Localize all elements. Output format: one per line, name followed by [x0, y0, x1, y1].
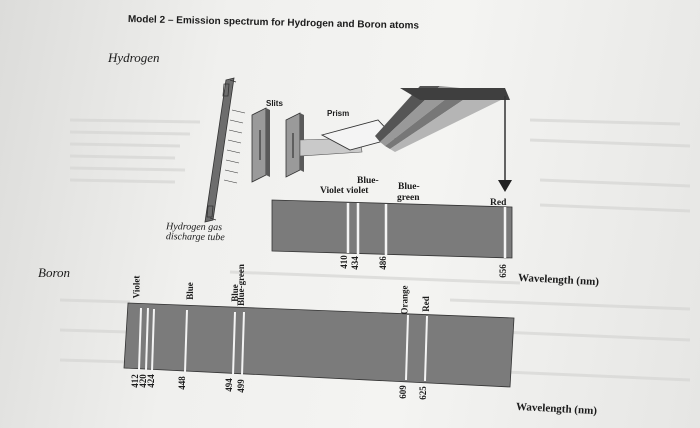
boron-color-orange: Orange	[399, 285, 410, 315]
hydrogen-spectrum-bar	[271, 199, 513, 259]
color-label-green: green	[397, 193, 420, 203]
boron-line-448	[184, 309, 188, 373]
slits-label: Slits	[266, 99, 283, 108]
boron-color-violet: Violet	[131, 275, 142, 299]
discharge-tube	[204, 77, 246, 223]
prism-label: Prism	[327, 109, 350, 118]
hydrogen-wavelength-486: 486	[377, 256, 388, 270]
boron-spectrum-bar	[123, 302, 515, 388]
boron-line-609	[405, 314, 409, 381]
boron-line-499	[241, 311, 245, 376]
hydrogen-wavelength-410: 410	[338, 255, 349, 269]
boron-line-625	[424, 315, 428, 382]
boron-wavelength-494: 494	[223, 378, 234, 392]
boron-line-412	[138, 307, 142, 371]
slits	[251, 107, 304, 183]
hydrogen-wavelength-434: 434	[349, 256, 360, 270]
boron-line-424	[151, 308, 155, 372]
boron-wavelength-499: 499	[235, 379, 246, 393]
boron-color-red: Red	[420, 296, 431, 312]
hydrogen-wavelength-656: 656	[497, 264, 508, 278]
color-label-blue-violet: Blue-	[357, 176, 379, 186]
boron-wavelength-625: 625	[417, 386, 428, 400]
boron-wavelength-609: 609	[397, 385, 408, 399]
dispersed-rays	[375, 86, 512, 192]
hydrogen-label: Hydrogen	[108, 50, 160, 65]
boron-wavelength-448: 448	[176, 376, 187, 390]
boron-line-420	[145, 307, 149, 371]
boron-label: Boron	[38, 265, 71, 280]
color-label-violet: Violet violet	[320, 186, 369, 196]
boron-line-494	[232, 311, 236, 376]
boron-wavelength-424: 424	[145, 374, 156, 388]
boron-color-blue-1: Blue	[184, 282, 195, 300]
color-label-blue: Blue-	[398, 182, 420, 192]
tube-label: Hydrogen gas discharge tube	[165, 221, 225, 244]
color-label-red: Red	[490, 198, 507, 208]
boron-color-blue-green: Blue-green	[235, 264, 246, 306]
